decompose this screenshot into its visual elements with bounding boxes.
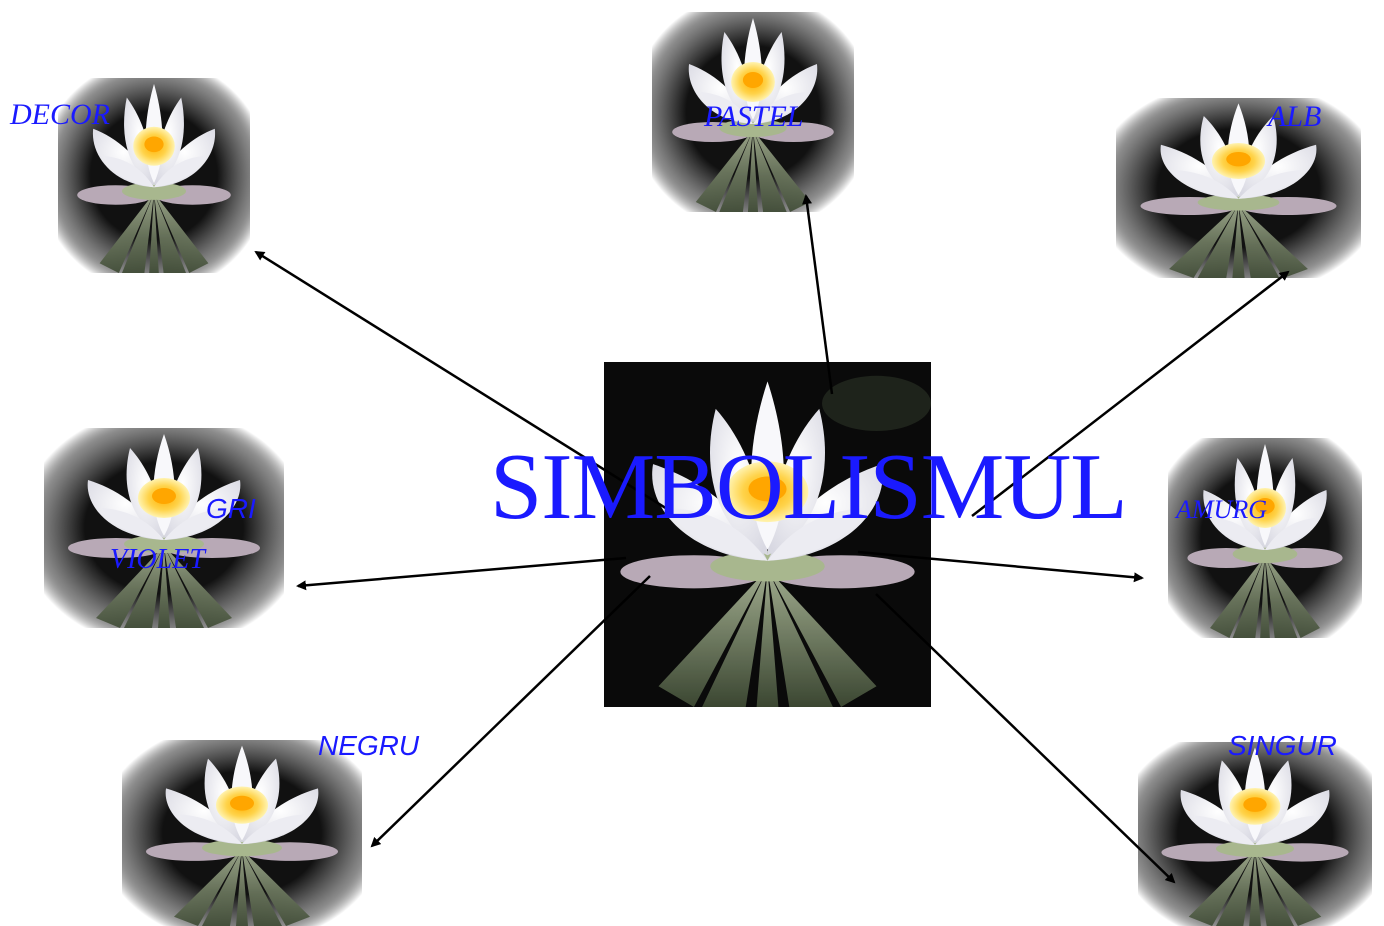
node-image-alb — [1116, 98, 1361, 278]
node-image-singur — [1138, 742, 1372, 926]
lotus-flower-image — [122, 740, 362, 926]
node-image-negru — [122, 740, 362, 926]
node-image-amurg — [1168, 438, 1362, 638]
lotus-flower-image — [44, 428, 284, 628]
node-label-amurg: AMURG — [1176, 495, 1267, 524]
arrow-gri-violet — [296, 556, 627, 591]
node-image-gri-violet — [44, 428, 284, 628]
lotus-flower-image — [604, 362, 931, 707]
node-label-decor: DECOR — [10, 98, 110, 131]
diagram-title: SIMBOLISMUL — [490, 435, 1128, 539]
node-label-violet: VIOLET — [110, 544, 205, 575]
lotus-flower-image — [1116, 98, 1361, 278]
lotus-flower-image — [1138, 742, 1372, 926]
node-label-negru: NEGRU — [318, 730, 420, 761]
node-label-gri: GRI — [206, 493, 256, 524]
node-label-pastel: PASTEL — [704, 100, 804, 133]
node-label-singur: SINGUR — [1228, 730, 1337, 761]
center-lotus-image — [604, 362, 931, 707]
node-label-alb: ALB — [1268, 100, 1322, 133]
lotus-flower-image — [1168, 438, 1362, 638]
